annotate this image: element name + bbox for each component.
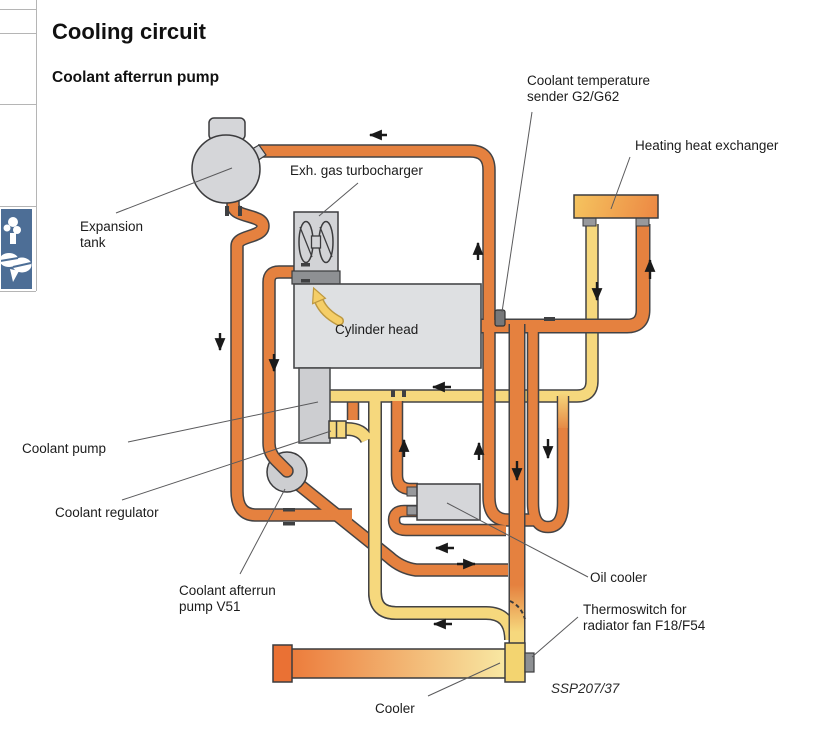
label-expansion-tank: Expansion tank xyxy=(80,219,144,251)
sidebar-cell xyxy=(0,207,36,292)
expansion-tank-shape xyxy=(191,117,267,204)
label-coolant-pump: Coolant pump xyxy=(22,441,107,456)
coolant-temp-sender-shape xyxy=(494,309,506,327)
label-coolant-temp-sender: Coolant temperature sender G2/G62 xyxy=(527,73,651,105)
heating-heat-exchanger-shape xyxy=(573,194,659,227)
oil-cooler-shape xyxy=(406,483,481,521)
pipes-hot-network xyxy=(226,144,651,577)
turbocharger-shape xyxy=(291,211,341,285)
label-thermoswitch: Thermoswitch for radiator fan F18/F54 xyxy=(583,602,706,634)
coolant-chapter-icon-art xyxy=(1,217,32,282)
cooler-shape xyxy=(272,644,509,683)
sidebar-cell xyxy=(0,105,36,207)
coolant-regulator-shape xyxy=(328,420,347,439)
label-coolant-regulator: Coolant regulator xyxy=(55,505,159,520)
page-title: Cooling circuit xyxy=(52,18,206,44)
flow-arrows xyxy=(214,129,656,630)
label-cooler: Cooler xyxy=(375,701,415,716)
coolant-pump-shape xyxy=(298,367,331,444)
figure-code: SSP207/37 xyxy=(551,681,620,696)
pipe-turbo-feed xyxy=(262,265,303,478)
pipe-main-downpipe xyxy=(508,324,526,644)
sidebar-cell xyxy=(0,0,36,10)
sidebar-cell xyxy=(0,34,36,105)
leader-lines xyxy=(115,111,631,697)
label-cylinder-head: Cylinder head xyxy=(335,322,419,337)
label-turbocharger: Exh. gas turbocharger xyxy=(290,163,423,178)
pipe-cool-drop-over xyxy=(368,505,480,620)
page-subtitle: Coolant afterrun pump xyxy=(52,68,220,86)
label-oil-cooler: Oil cooler xyxy=(590,570,648,585)
flow-arrow-into-head xyxy=(311,286,344,326)
coolant-chapter-icon xyxy=(1,209,32,289)
thermoswitch-shape xyxy=(504,642,535,683)
label-coolant-afterrun-pump: Coolant afterrun pump V51 xyxy=(179,583,276,615)
label-heating-heat-exchanger: Heating heat exchanger xyxy=(635,138,779,153)
cylinder-head-shape xyxy=(293,283,482,369)
sidebar-cell xyxy=(0,10,36,34)
pipe-clamps xyxy=(225,206,555,526)
sidebar xyxy=(0,0,37,292)
